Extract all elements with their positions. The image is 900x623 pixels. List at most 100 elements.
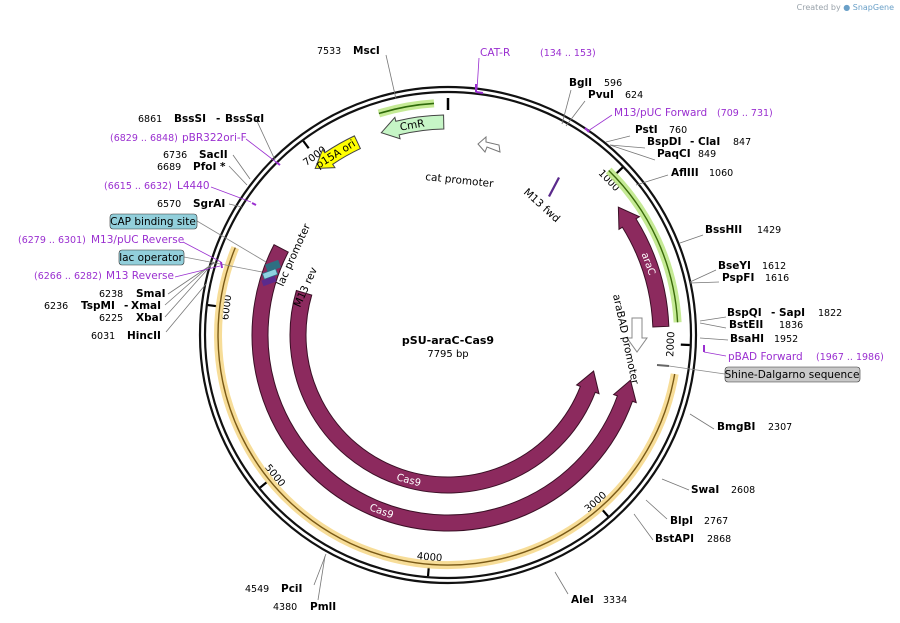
primer-m13-puc-forward: M13/pUC Forward xyxy=(614,107,707,119)
cap-binding-site-label: CAP binding site xyxy=(110,216,196,228)
site-smaI-pos: 6238 xyxy=(99,289,123,300)
site-bmgBI-pos: 2307 xyxy=(768,422,792,433)
site-sacII-name: SacII xyxy=(199,149,228,161)
feature-p15a-ori-4 xyxy=(314,135,362,169)
site-bmgBI-name: BmgBI xyxy=(717,421,755,433)
m13-rev-mark xyxy=(261,275,277,287)
site-blpI-pos: 2767 xyxy=(704,516,728,527)
site-pspFI-pos: 1616 xyxy=(765,273,789,284)
site-pfoI-name: PfoI * xyxy=(193,161,226,173)
site-bspQI-name: BspQI xyxy=(727,307,762,319)
cat-promoter-arrow xyxy=(477,135,501,153)
credit-prefix: Created by xyxy=(796,3,841,12)
tick-mark-5000 xyxy=(259,481,268,489)
primer-m13-puc-reverse: M13/pUC Reverse xyxy=(91,234,184,246)
primer-m13-puc-forward-range: (709 .. 731) xyxy=(717,108,773,119)
site-bglI-name: BglI xyxy=(569,77,592,89)
site-sgrAI-name: SgrAI xyxy=(193,198,225,210)
site-blpI-name: BlpI xyxy=(670,515,693,527)
site-aflIII-pos: 1060 xyxy=(709,168,733,179)
site-sapI-sep: - xyxy=(771,307,775,319)
site-hincII-pos: 6031 xyxy=(91,331,115,342)
site-claI-name: ClaI xyxy=(698,136,720,148)
primer-pbad-forward-range: (1967 .. 1986) xyxy=(816,352,884,363)
site-bspDI-name: BspDI xyxy=(647,136,681,148)
site-bseYI-name: BseYI xyxy=(718,260,751,272)
site-mscI-name: MscI xyxy=(353,45,380,57)
site-hincII-name: HincII xyxy=(127,330,161,342)
site-aflIII-name: AflIII xyxy=(671,167,699,179)
tick-mark-6000 xyxy=(207,303,217,308)
shine-dalgarno-mark xyxy=(656,364,670,367)
feature-label-cmr-3: CmR xyxy=(399,118,426,134)
primer-m13-reverse-range: (6266 .. 6282) xyxy=(34,271,102,282)
site-pstI-name: PstI xyxy=(635,124,658,136)
site-bstAPI-pos: 2868 xyxy=(707,534,731,545)
site-bssSI-name: BssSI xyxy=(174,113,206,125)
site-aleI-pos: 3334 xyxy=(603,595,627,606)
tick-mark-3000 xyxy=(601,508,610,518)
site-bssSaI-sep: - xyxy=(216,113,220,125)
primer-l4440-range: (6615 .. 6632) xyxy=(104,181,172,192)
site-pstI-pos: 760 xyxy=(669,125,687,136)
plasmid-length: 7795 bp xyxy=(427,349,468,360)
site-pspFI-name: PspFI xyxy=(722,272,754,284)
site-xmaI-sep: - xyxy=(124,300,128,312)
site-claI-sep: - xyxy=(690,136,694,148)
shine-dalgarno-tag: Shine-Dalgarno sequence xyxy=(668,365,861,383)
cap-binding-site-tag: CAP binding site xyxy=(109,213,267,263)
site-bssHII-pos: 1429 xyxy=(757,225,781,236)
site-pciI-name: PciI xyxy=(281,583,302,595)
highlight-arcs xyxy=(214,99,682,570)
site-aleI-name: AleI xyxy=(571,594,594,606)
site-swaI-pos: 2608 xyxy=(731,485,755,496)
tick-mark-7000 xyxy=(302,140,310,149)
site-mscI: 7533 xyxy=(317,46,341,57)
site-tspMI-name: TspMI xyxy=(81,300,115,312)
site-labels: 7533 MscI BglI 596 PvuI 624 PstI 760 Bsp… xyxy=(44,45,842,613)
site-bstEII-name: BstEII xyxy=(729,319,763,331)
feature-arac-0 xyxy=(617,206,670,328)
primer-pbr322ori-f-range: (6829 .. 6848) xyxy=(110,133,178,144)
site-xbaI-name: XbaI xyxy=(136,312,163,324)
site-bseYI-pos: 1612 xyxy=(762,261,786,272)
primer-leaders xyxy=(174,57,727,357)
site-bspQI-pos: 1822 xyxy=(818,308,842,319)
credit-brand: SnapGene xyxy=(852,3,894,12)
plasmid-name: pSU-araC-Cas9 xyxy=(402,334,494,347)
site-bstAPI-name: BstAPI xyxy=(655,533,694,545)
site-bstEII-pos: 1836 xyxy=(779,320,803,331)
site-xbaI-pos: 6225 xyxy=(99,313,123,324)
site-sgrAI-pos: 6570 xyxy=(157,199,181,210)
primer-m13-puc-reverse-range: (6279 .. 6301) xyxy=(18,235,86,246)
feature-cmr-3 xyxy=(380,114,445,140)
tick-mark-4000 xyxy=(426,567,430,577)
lac-operator-mark xyxy=(261,268,279,280)
site-swaI-name: SwaI xyxy=(691,484,719,496)
site-bssSI-pos: 6861 xyxy=(138,114,162,125)
backbone xyxy=(198,85,698,585)
primer-marks xyxy=(220,84,705,352)
snapgene-logo: ● xyxy=(843,3,851,12)
site-bsaHI-pos: 1952 xyxy=(774,334,798,345)
arabad-promoter-arrow xyxy=(626,317,648,353)
primer-cat-r: CAT-R xyxy=(480,47,510,59)
site-smaI-name: SmaI xyxy=(136,288,166,300)
cat-promoter-label: cat promoter xyxy=(425,171,495,190)
primer-labels: CAT-R (134 .. 153) M13/pUC Forward (709 … xyxy=(18,47,884,363)
m13-fwd-mark xyxy=(548,177,560,197)
site-bsaHI-name: BsaHI xyxy=(730,333,764,345)
lac-operator-label: lac operator xyxy=(119,252,183,264)
site-tspMI-pos: 6236 xyxy=(44,301,68,312)
site-paqCI-name: PaqCI xyxy=(657,148,691,160)
primer-l4440: L4440 xyxy=(177,180,210,192)
shine-dalgarno-label: Shine-Dalgarno sequence xyxy=(725,369,860,381)
lac-operator-tag: lac operator xyxy=(118,249,263,273)
lac-promoter-mark xyxy=(265,259,281,273)
site-bspDI-pos: 847 xyxy=(733,137,751,148)
site-sacII-pos: 6736 xyxy=(163,150,187,161)
site-paqCI-pos: 849 xyxy=(698,149,716,160)
site-bssHII-name: BssHII xyxy=(705,224,742,236)
primer-cat-r-range: (134 .. 153) xyxy=(540,48,596,59)
